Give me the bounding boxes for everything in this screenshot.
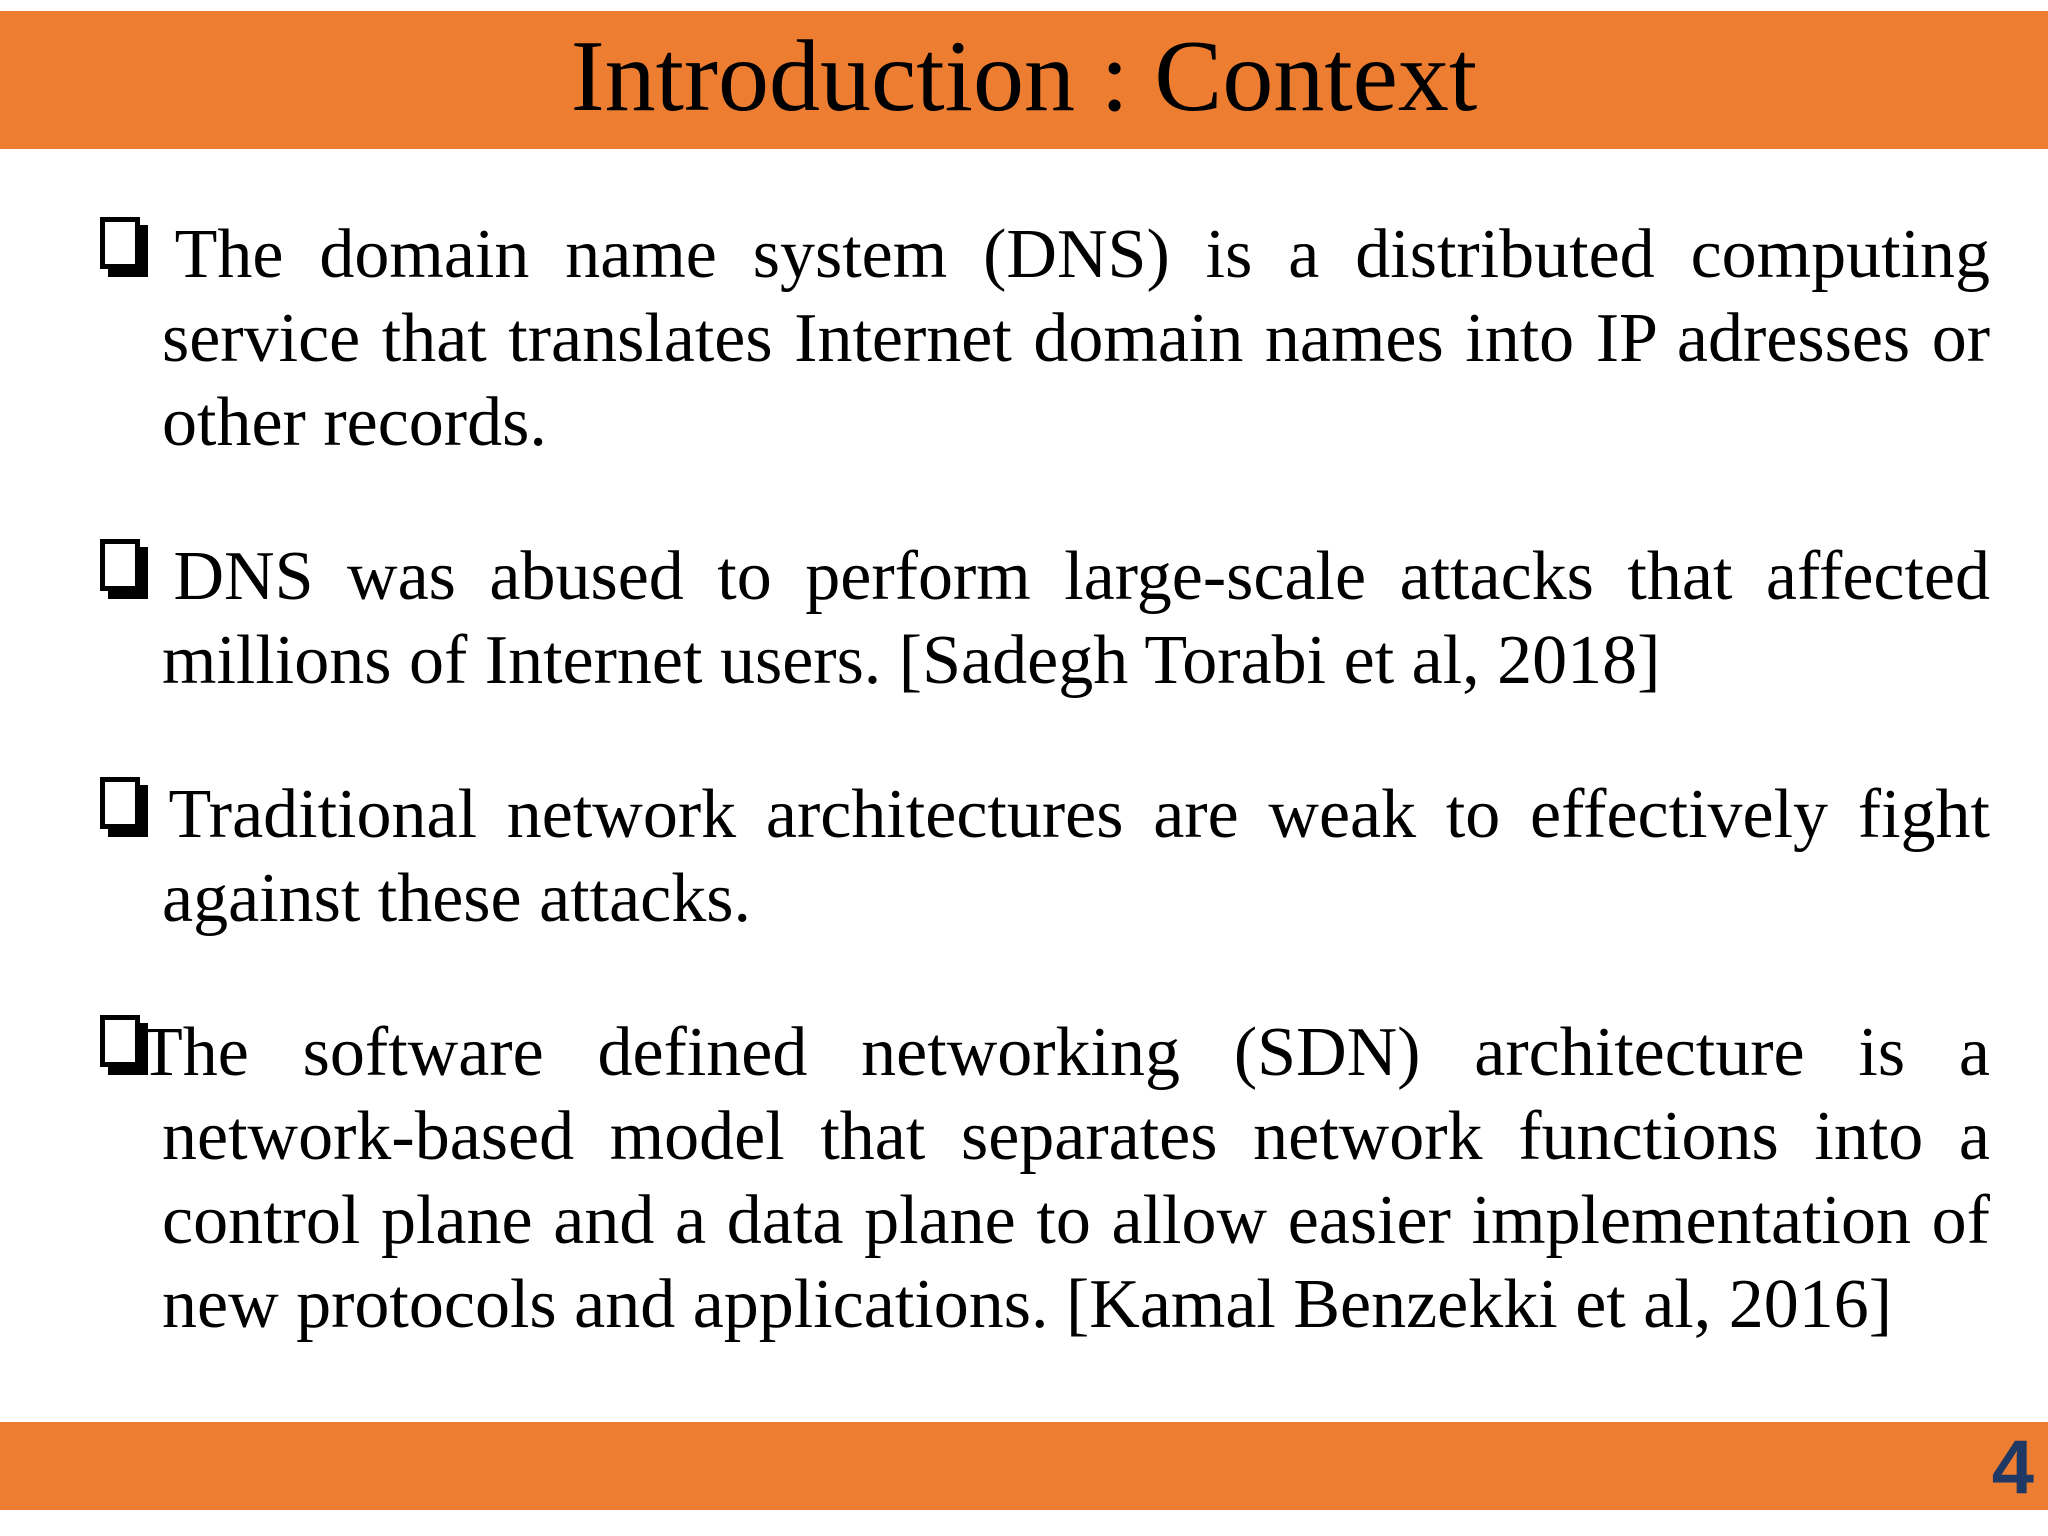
checkbox-bullet-icon [100, 217, 140, 269]
checkbox-bullet-icon [100, 777, 140, 829]
bullet-text: Traditional network architectures are we… [140, 776, 1990, 937]
bullet-text: DNS was abused to perform large-scale at… [140, 538, 1990, 699]
header-bar: Introduction : Context [0, 11, 2048, 149]
footer-bar: 4 [0, 1422, 2048, 1510]
slide-title: Introduction : Context [570, 20, 1478, 133]
bullet-item: The domain name system (DNS) is a distri… [0, 213, 1990, 465]
bullet-text: The domain name system (DNS) is a distri… [140, 216, 1990, 461]
bullet-text: The software defined networking (SDN) ar… [140, 1014, 1990, 1343]
page-number: 4 [1991, 1425, 2034, 1510]
bullet-item: Traditional network architectures are we… [0, 773, 1990, 941]
checkbox-bullet-icon [100, 1015, 140, 1067]
bullet-item: DNS was abused to perform large-scale at… [0, 535, 1990, 703]
checkbox-bullet-icon [100, 539, 140, 591]
bullet-list: The domain name system (DNS) is a distri… [0, 149, 2048, 1347]
bullet-item: The software defined networking (SDN) ar… [0, 1011, 1990, 1347]
